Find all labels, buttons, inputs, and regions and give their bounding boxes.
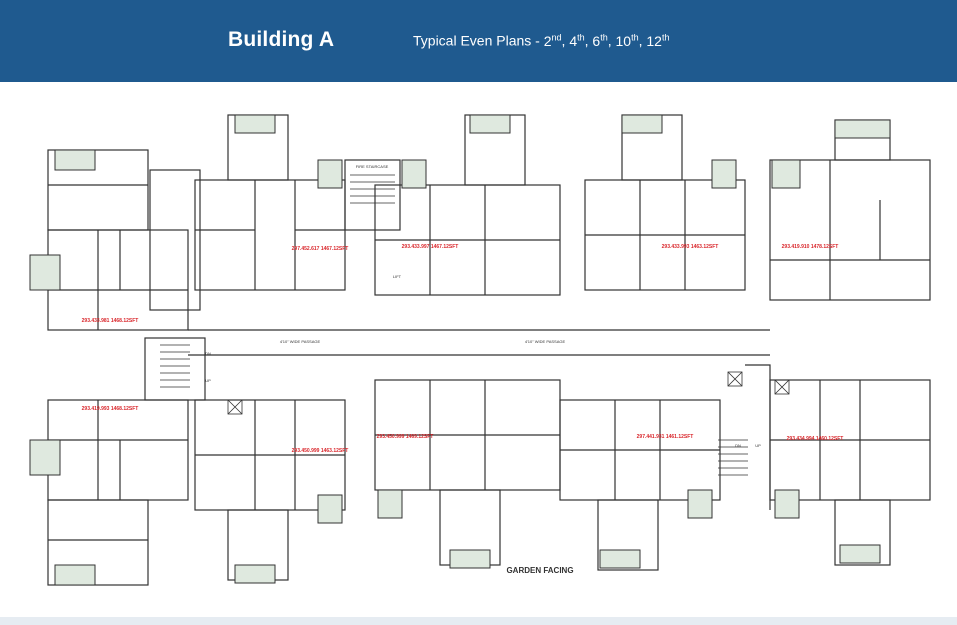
stair-right-treads bbox=[718, 439, 748, 476]
corridor-walls bbox=[188, 329, 770, 356]
floor-2: 2nd bbox=[543, 32, 562, 49]
garden-facing-label: GARDEN FACING bbox=[506, 566, 573, 575]
floor-4: 4th bbox=[569, 32, 585, 49]
floor-plan: 293.433.981 1468.12SFT 293.419.993 1468.… bbox=[0, 82, 957, 617]
floor-6: 6th bbox=[592, 32, 608, 49]
stair-left-treads bbox=[160, 344, 190, 388]
partitions-bottom-5 bbox=[770, 380, 930, 500]
partitions-bottom-4 bbox=[560, 400, 720, 500]
partitions-left-top bbox=[48, 184, 188, 330]
central-staircase-top bbox=[344, 159, 401, 231]
terrace-13 bbox=[234, 564, 276, 584]
unit-area-3: 297.452.617 1467.12SFT bbox=[292, 246, 349, 252]
unit-area-8: 293.450.999 1469.12SFT bbox=[377, 434, 434, 440]
terrace-17 bbox=[599, 549, 641, 569]
plan-walls bbox=[47, 114, 931, 586]
terrace-1 bbox=[54, 149, 96, 171]
partitions-bottom-2 bbox=[195, 400, 345, 510]
unit-area-9: 297.441.931 1461.12SFT bbox=[637, 434, 694, 440]
stair-up-right-label: UP bbox=[755, 443, 761, 448]
staircase-label: FIRE STAIRCASE bbox=[356, 164, 389, 169]
passage-label-2: 4'10" WIDE PASSAGE bbox=[525, 339, 566, 344]
terrace-19 bbox=[774, 489, 800, 519]
passage-label-1: 4'10" WIDE PASSAGE bbox=[280, 339, 321, 344]
unit-bottom-5-room bbox=[834, 499, 891, 566]
partitions-top-5 bbox=[770, 160, 930, 300]
terrace-6 bbox=[317, 159, 343, 189]
terrace-15 bbox=[377, 489, 403, 519]
corridor-end-wall bbox=[745, 364, 771, 510]
terrace-12 bbox=[834, 119, 891, 139]
unit-left-bottom-upper bbox=[47, 399, 189, 501]
building-title: Building A bbox=[228, 28, 335, 51]
terrace-8 bbox=[469, 114, 511, 134]
unit-area-5: 293.433.993 1463.12SFT bbox=[662, 244, 719, 250]
terrace-20 bbox=[839, 544, 881, 564]
header-banner: Building A Typical Even Plans - 2nd, 4th… bbox=[0, 0, 957, 82]
floor-plans-subtitle: Typical Even Plans - 2nd, 4th, 6th, 10th… bbox=[413, 32, 670, 49]
footer-band bbox=[0, 617, 957, 625]
unit-bottom-4-room bbox=[597, 499, 659, 571]
terrace-10 bbox=[711, 159, 737, 189]
lift-shaft-2-cross bbox=[727, 371, 743, 387]
terrace-9 bbox=[621, 114, 663, 134]
stair-dn-label: DN bbox=[205, 351, 211, 356]
terrace-16 bbox=[449, 549, 491, 569]
lift-shaft-3 bbox=[774, 379, 790, 395]
unit-top-2 bbox=[194, 179, 346, 291]
partitions-bottom-3 bbox=[375, 380, 560, 490]
stair-treads bbox=[160, 174, 748, 476]
terrace-3 bbox=[29, 439, 61, 476]
unit-left-top-side bbox=[149, 169, 201, 311]
left-stair-core bbox=[144, 337, 206, 401]
unit-left-top-lower bbox=[47, 229, 189, 331]
stair-dn-right-label: DN bbox=[735, 443, 741, 448]
terrace-14 bbox=[317, 494, 343, 524]
stair-up-label: UP bbox=[205, 378, 211, 383]
lift-shafts bbox=[227, 371, 790, 415]
lift-label: LIFT bbox=[393, 274, 402, 279]
unit-area-10: 293.434.994 1460.12SFT bbox=[787, 436, 844, 442]
lift-shaft-2 bbox=[727, 371, 743, 387]
unit-area-1: 293.433.981 1468.12SFT bbox=[82, 318, 139, 324]
partitions-top-4 bbox=[585, 180, 745, 290]
terrace-5 bbox=[234, 114, 276, 134]
unit-area-4: 293.433.997 1467.12SFT bbox=[402, 244, 459, 250]
lift-shaft-3-cross bbox=[774, 379, 790, 395]
unit-area-6: 293.419.910 1478.12SFT bbox=[782, 244, 839, 250]
area-labels: 293.433.981 1468.12SFT 293.419.993 1468.… bbox=[82, 244, 844, 454]
lift-shaft-1 bbox=[227, 399, 243, 415]
floor-12: 12th bbox=[646, 32, 670, 49]
terraces bbox=[29, 114, 891, 586]
partitions-left-bottom bbox=[48, 400, 188, 541]
terrace-11 bbox=[771, 159, 801, 189]
partitions-top-2 bbox=[195, 180, 345, 290]
lift-shaft-1-cross bbox=[227, 399, 243, 415]
terrace-4 bbox=[54, 564, 96, 586]
partitions-top-3 bbox=[375, 185, 560, 295]
core-labels: 4'10" WIDE PASSAGE 4'10" WIDE PASSAGE FI… bbox=[205, 164, 761, 448]
terrace-7 bbox=[401, 159, 427, 189]
unit-area-7: 293.450.999 1463.12SFT bbox=[292, 448, 349, 454]
floor-plan-drawing: 293.433.981 1468.12SFT 293.419.993 1468.… bbox=[29, 114, 931, 586]
stair-top-treads bbox=[350, 174, 395, 204]
floor-10: 10th bbox=[615, 32, 639, 49]
terrace-2 bbox=[29, 254, 61, 291]
unit-area-2: 293.419.993 1468.12SFT bbox=[82, 406, 139, 412]
terrace-18 bbox=[687, 489, 713, 519]
subtitle-prefix: Typical Even Plans - bbox=[413, 32, 544, 49]
